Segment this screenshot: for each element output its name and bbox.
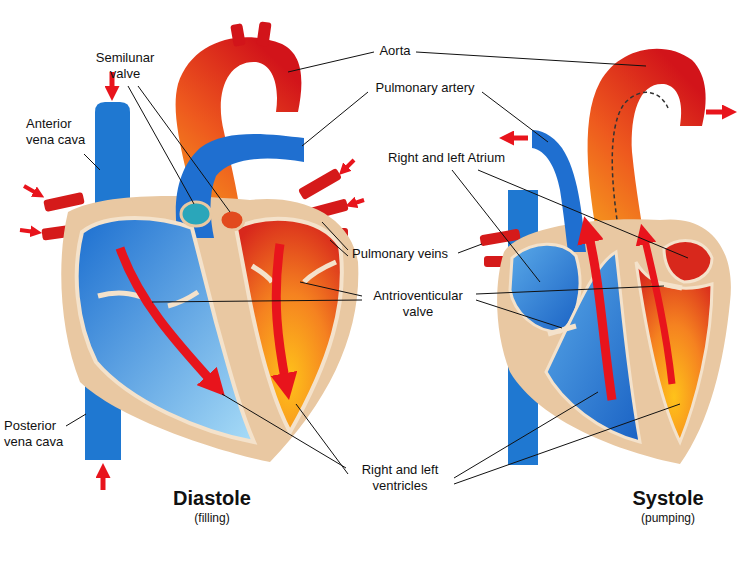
part-label: Right and left ventricles bbox=[350, 462, 450, 493]
part-label: Right and left Atrium bbox=[388, 150, 505, 166]
leader-line bbox=[66, 414, 86, 426]
aorta-branch bbox=[230, 23, 246, 47]
leader-line bbox=[454, 404, 680, 484]
av-valve bbox=[168, 292, 198, 306]
part-label: Pulmonary veins bbox=[352, 246, 448, 262]
leader-line bbox=[458, 244, 482, 253]
leader-line bbox=[84, 154, 100, 170]
leader-line bbox=[288, 52, 374, 72]
flow-arrow bbox=[20, 230, 35, 232]
pulmonary-vein bbox=[298, 168, 342, 200]
leader-line bbox=[482, 92, 548, 142]
leader-line bbox=[152, 300, 362, 302]
flow-arrow bbox=[276, 244, 286, 384]
phase-title: Systole bbox=[632, 486, 703, 510]
leader-line bbox=[454, 392, 598, 478]
part-label: Semilunar valve bbox=[85, 50, 165, 81]
part-label: Posterior vena cava bbox=[4, 418, 70, 449]
part-label: Antrioventicular valve bbox=[362, 288, 474, 319]
av-valve bbox=[548, 326, 576, 334]
leader-line bbox=[300, 282, 362, 296]
phase-subtitle: (filling) bbox=[194, 511, 229, 525]
leader-line bbox=[416, 52, 646, 66]
av-valve bbox=[252, 266, 272, 282]
aorta-branch bbox=[256, 21, 271, 46]
flow-path bbox=[612, 92, 668, 240]
leader-line bbox=[476, 300, 562, 328]
flow-arrow bbox=[588, 232, 612, 400]
left-chambers bbox=[236, 219, 342, 432]
semilunar-valve bbox=[181, 202, 211, 226]
part-label: Aorta bbox=[379, 43, 410, 59]
flow-arrow bbox=[24, 186, 38, 194]
flow-arrow bbox=[344, 160, 354, 170]
leader-line bbox=[452, 170, 540, 282]
leader-line bbox=[138, 86, 230, 212]
flow-arrow bbox=[120, 248, 214, 384]
pulmonary-artery bbox=[532, 130, 586, 252]
leader-line bbox=[302, 92, 368, 146]
semilunar-valve bbox=[220, 210, 244, 230]
flow-arrow bbox=[101, 472, 106, 490]
part-label: Anterior vena cava bbox=[26, 116, 94, 147]
leader-line bbox=[476, 286, 664, 294]
leader-line bbox=[222, 394, 346, 468]
part-label: Pulmonary artery bbox=[376, 80, 475, 96]
leader-line bbox=[478, 170, 688, 258]
right-chambers bbox=[77, 218, 254, 442]
leader-line bbox=[322, 222, 348, 250]
av-valve bbox=[304, 262, 336, 282]
left-atrium bbox=[664, 241, 712, 282]
flow-arrow bbox=[508, 136, 528, 141]
leader-line bbox=[296, 404, 348, 474]
flow-arrow bbox=[706, 110, 728, 115]
flow-arrow bbox=[352, 200, 364, 204]
phase-title: Diastole bbox=[173, 486, 251, 510]
left-ventricle bbox=[636, 262, 712, 442]
leader-line bbox=[330, 240, 348, 256]
flow-arrow bbox=[644, 236, 672, 384]
leader-line bbox=[128, 86, 194, 204]
phase-subtitle: (pumping) bbox=[641, 511, 695, 525]
